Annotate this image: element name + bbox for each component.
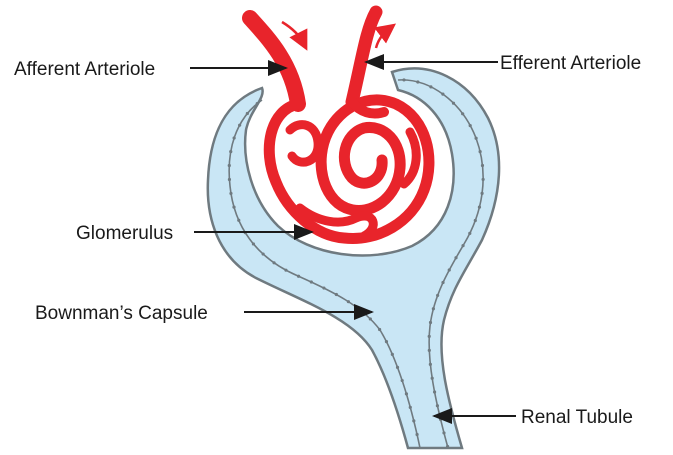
- cell-dot: [429, 363, 432, 366]
- cell-dot: [284, 269, 287, 272]
- cell-dot: [297, 275, 300, 278]
- cell-dot: [441, 281, 444, 284]
- cell-dot: [262, 252, 265, 255]
- cell-dot: [322, 286, 325, 289]
- cell-dot: [402, 78, 405, 81]
- cell-dot: [428, 349, 431, 352]
- cell-dot: [436, 404, 439, 407]
- cell-dot: [461, 244, 464, 247]
- cell-dot: [474, 137, 477, 140]
- cell-dot: [429, 321, 432, 324]
- cell-dot: [310, 280, 313, 283]
- cell-dot: [479, 150, 482, 153]
- cell-dot: [232, 205, 235, 208]
- cell-dot: [441, 93, 444, 96]
- cell-dot: [429, 85, 432, 88]
- cell-dot: [439, 418, 442, 421]
- cell-dot: [237, 219, 240, 222]
- cell-dot: [229, 192, 232, 195]
- cell-dot: [452, 102, 455, 105]
- cell-dot: [412, 419, 415, 422]
- afferent-arteriole-label: Afferent Arteriole: [14, 59, 155, 80]
- cell-dot: [431, 377, 434, 380]
- cell-dot: [433, 390, 436, 393]
- cell-dot: [228, 164, 231, 167]
- capillary-loop-a: [290, 125, 318, 163]
- cell-dot: [401, 379, 404, 382]
- cell-dot: [481, 164, 484, 167]
- bowmans-capsule-label: Bownman’s Capsule: [35, 303, 208, 324]
- cell-dot: [229, 150, 232, 153]
- cell-dot: [396, 366, 399, 369]
- cell-dot: [446, 445, 449, 448]
- cell-dot: [478, 206, 481, 209]
- cell-dot: [358, 308, 361, 311]
- cell-dot: [238, 124, 241, 127]
- cell-dot: [272, 261, 275, 264]
- cell-dot: [432, 307, 435, 310]
- cell-dot: [369, 317, 372, 320]
- cell-dot: [252, 242, 255, 245]
- glomerulus-vessels: [250, 12, 429, 239]
- cell-dot: [405, 392, 408, 395]
- cell-dot: [335, 293, 338, 296]
- cell-dot: [385, 340, 388, 343]
- efferent-vessel: [352, 12, 376, 102]
- cell-dot: [461, 112, 464, 115]
- glomerulus-label: Glomerulus: [76, 223, 173, 244]
- cell-dot: [474, 219, 477, 222]
- efferent-flow-arrow: [376, 28, 390, 48]
- cell-dot: [256, 102, 259, 105]
- cell-dot: [442, 431, 445, 434]
- efferent-arteriole-label: Efferent Arteriole: [500, 53, 641, 74]
- cell-dot: [469, 124, 472, 127]
- cell-dot: [378, 328, 381, 331]
- cell-dot: [454, 256, 457, 259]
- cell-dot: [428, 335, 431, 338]
- cell-dot: [347, 300, 350, 303]
- cell-dot: [436, 294, 439, 297]
- cell-dot: [228, 178, 231, 181]
- cell-dot: [409, 406, 412, 409]
- cell-dot: [233, 136, 236, 139]
- cell-dot: [448, 268, 451, 271]
- cell-dot: [246, 112, 249, 115]
- cell-dot: [391, 353, 394, 356]
- cell-dot: [482, 178, 485, 181]
- renal-tubule-label: Renal Tubule: [521, 407, 633, 428]
- cell-dot: [468, 232, 471, 235]
- cell-dot: [416, 80, 419, 83]
- cell-dot: [415, 433, 418, 436]
- capillary-loop-c: [404, 132, 416, 184]
- cell-dot: [480, 192, 483, 195]
- afferent-flow-arrow: [282, 22, 304, 44]
